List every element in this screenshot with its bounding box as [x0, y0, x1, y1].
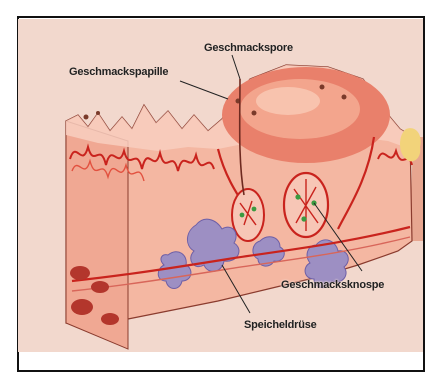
pore-dot	[342, 95, 347, 100]
taste-bud-right	[284, 173, 328, 237]
pore-dot	[320, 85, 325, 90]
label-geschmacksknospe: Geschmacksknospe	[281, 279, 384, 291]
pore-dot	[84, 115, 89, 120]
muscle-patch	[91, 281, 109, 293]
label-speicheldruese: Speicheldrüse	[244, 319, 317, 331]
label-geschmackspore: Geschmackspore	[204, 42, 293, 54]
pore-dot	[96, 111, 100, 115]
muscle-patch	[70, 266, 90, 280]
papilla-dome-highlight	[256, 87, 320, 115]
muscle-patch	[71, 299, 93, 315]
muscle-patch	[101, 313, 119, 325]
taste-bud-left	[232, 189, 264, 241]
pore-dot	[252, 111, 257, 116]
label-geschmackspapille: Geschmackspapille	[69, 66, 168, 78]
